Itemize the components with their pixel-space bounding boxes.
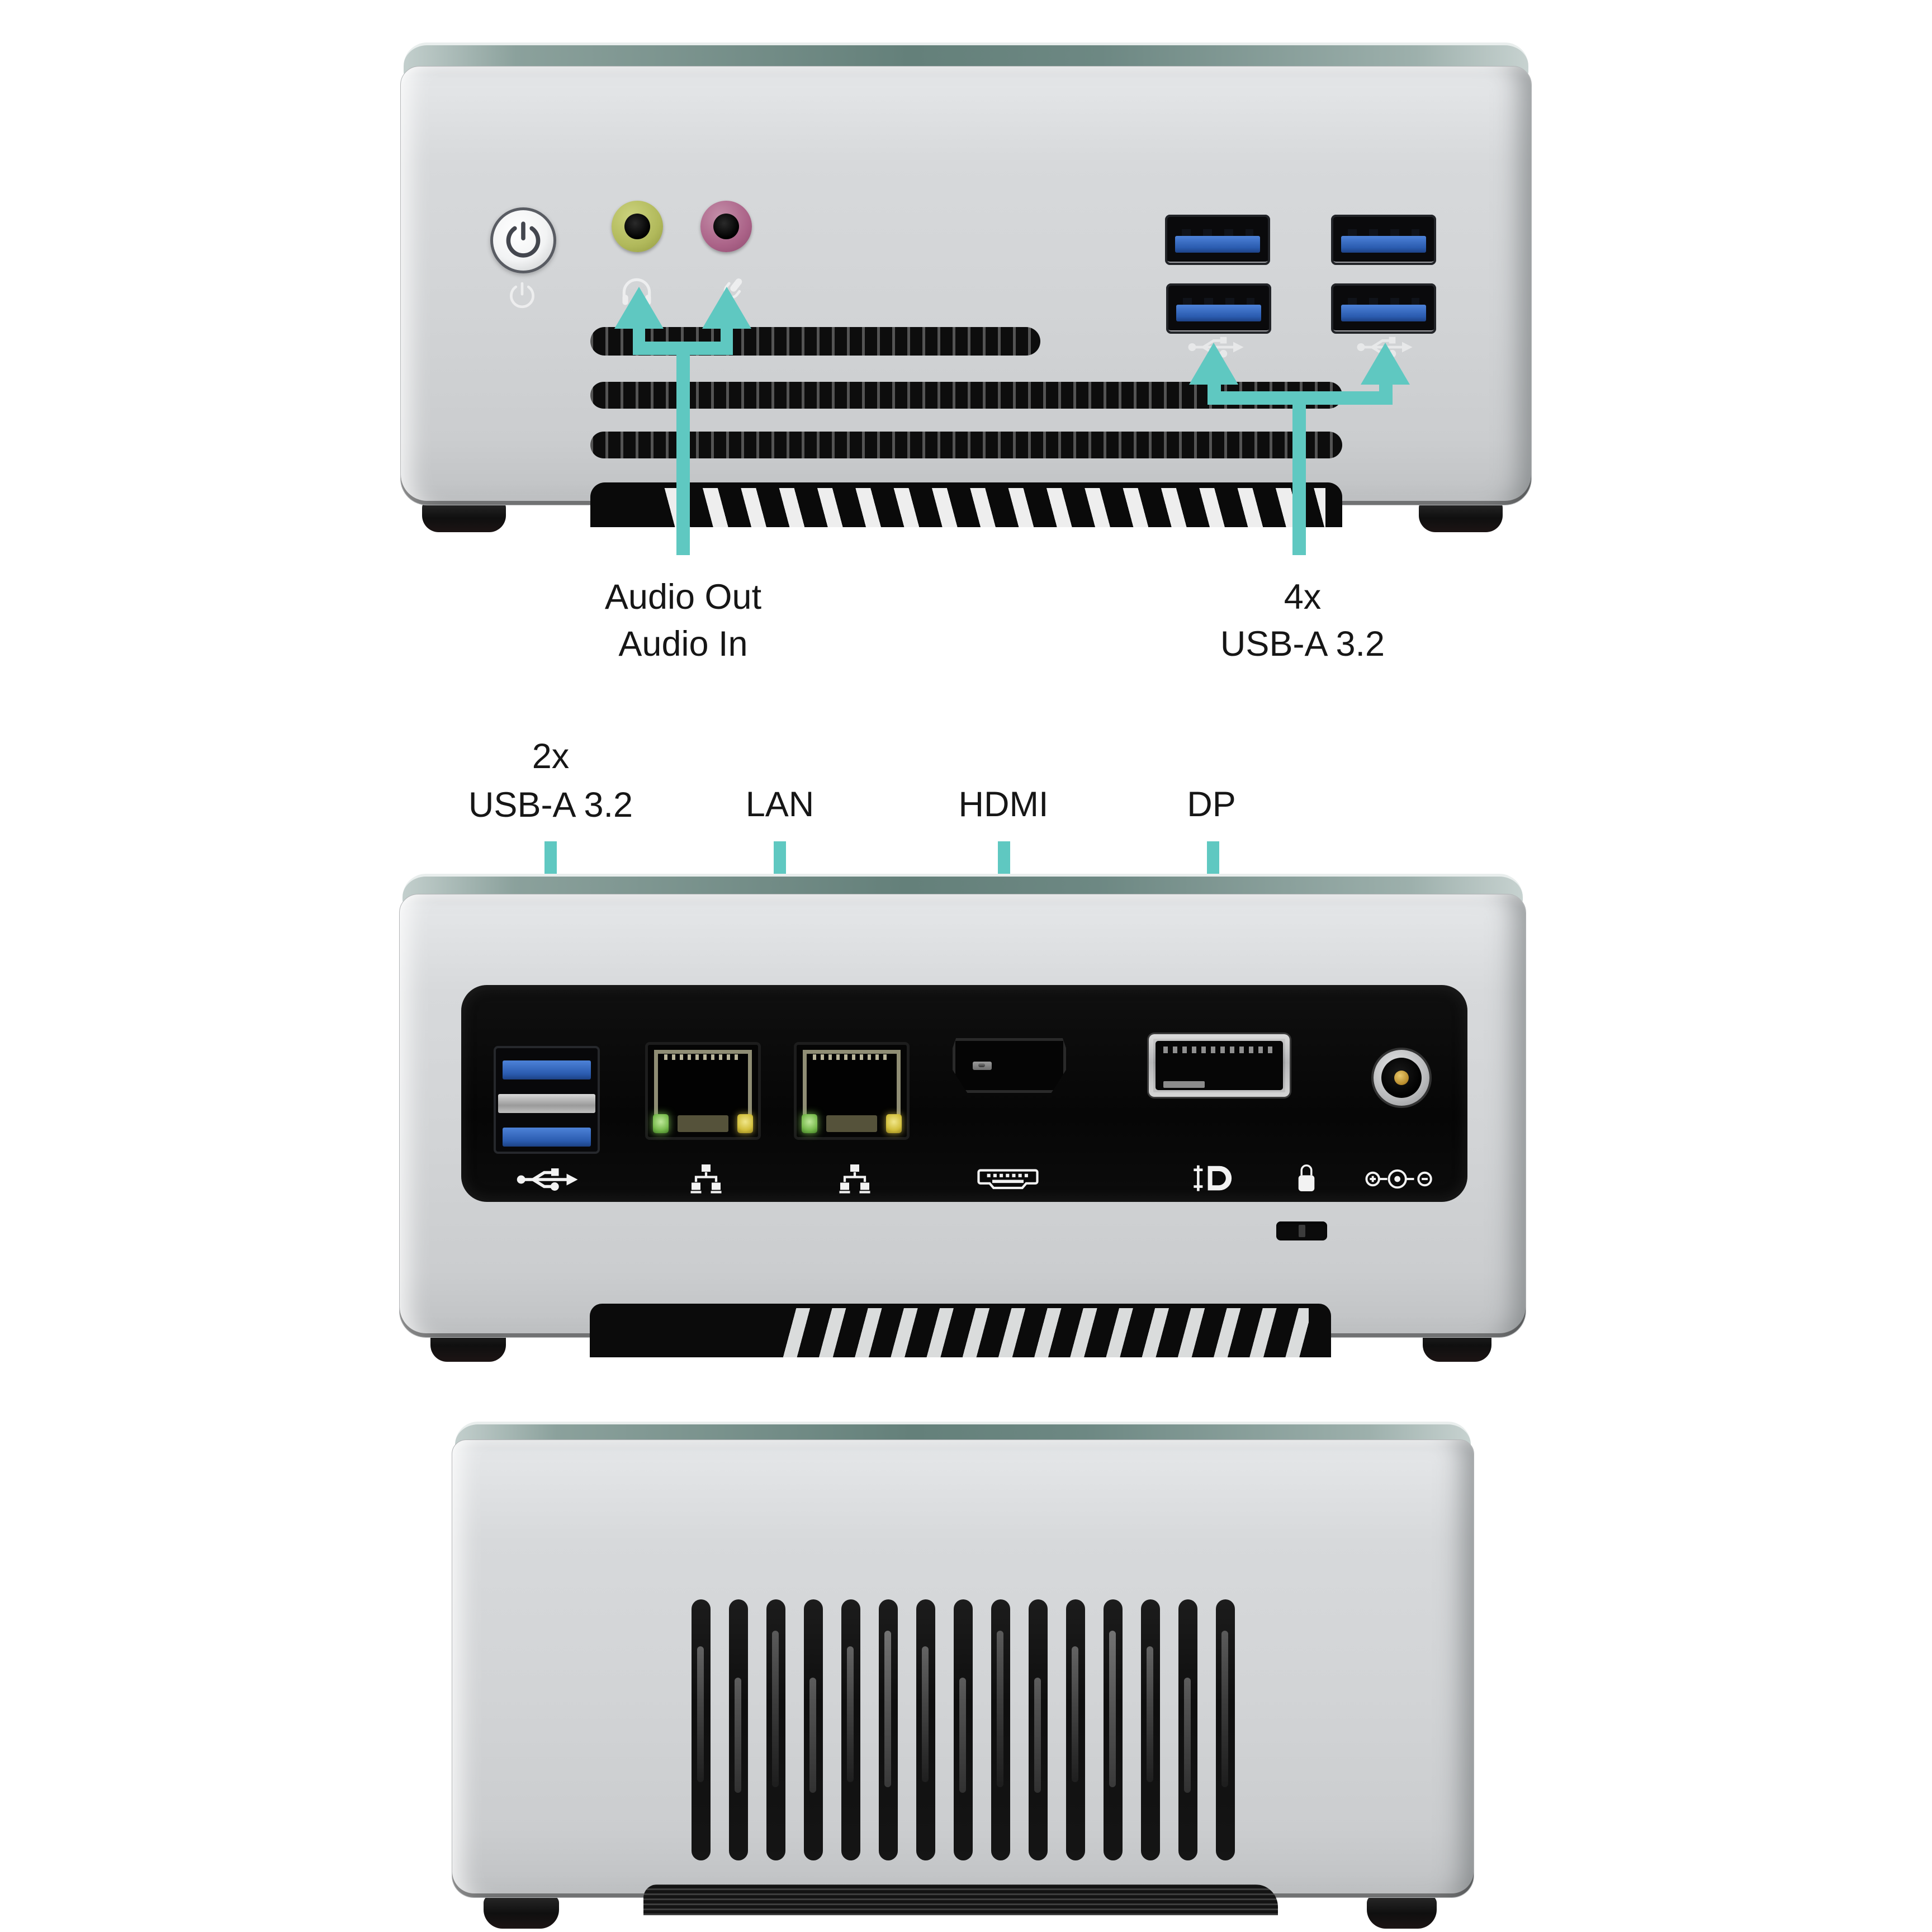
side-vent-slot [766,1599,785,1860]
side-vent-slot [729,1599,748,1860]
hdmi-icon [977,1164,1039,1194]
lan2-activity-led [886,1114,902,1133]
lan1-link-led [653,1114,669,1133]
lan1-activity-led [737,1114,753,1133]
dp-icon [1192,1163,1244,1195]
usb-a-port-3 [1166,283,1271,334]
front-bottom-intake [590,482,1342,527]
lan-port-2 [794,1042,910,1140]
side-left-foot [484,1895,559,1929]
audio-arrow-bracket [633,342,733,355]
usb4-annotation: 4x USB-A 3.2 [1135,574,1470,667]
audio-annotation-line2: Audio In [618,624,748,664]
front-right-foot [1419,501,1503,532]
usb-a-port-4 [1331,283,1436,334]
side-vent-slot [1178,1599,1197,1860]
usb4-annotation-line1: 4x [1284,577,1322,617]
hdmi-port [953,1038,1066,1093]
usb4-arrow-stem [1292,404,1306,555]
lan-icon-1 [689,1162,723,1196]
side-vent-slot [804,1599,823,1860]
front-panel [400,66,1532,527]
side-vent-slot [692,1599,711,1860]
side-vent-slot [1141,1599,1160,1860]
usb4-arrow-bracket [1208,391,1393,405]
front-view-device [400,42,1532,534]
usb-icon [515,1163,582,1196]
rear-view-device: K [399,874,1526,1367]
side-right-foot [1367,1895,1437,1929]
dc-power-jack [1374,1050,1429,1106]
audio-out-jack [612,201,663,252]
side-view-device [452,1422,1474,1931]
kensington-icon: K [1294,1161,1319,1197]
side-vent-slot [1104,1599,1123,1860]
rear-panel: K [399,894,1526,1357]
lan2-link-led [802,1114,817,1133]
side-vent-slot [954,1599,973,1860]
usb2-annotation-line1: 2x [532,737,570,776]
side-vent-slot [1216,1599,1235,1860]
usb-a-port-1 [1165,215,1270,265]
side-vent-slot [916,1599,935,1860]
audio-arrow-stem [676,354,690,555]
kensington-lock-slot [1276,1221,1327,1240]
front-left-foot [422,501,506,532]
audio-annotation: Audio Out Audio In [515,574,851,667]
power-button [490,207,556,273]
usb2-annotation: 2x USB-A 3.2 [383,732,718,830]
side-vent-slot [879,1599,898,1860]
rear-bottom-vent [590,1304,1331,1357]
side-vent-slot [1066,1599,1085,1860]
usb2-annotation-line2: USB-A 3.2 [468,785,633,825]
side-vent-slot [841,1599,860,1860]
side-bottom-recess [643,1884,1278,1915]
hdmi-annotation: HDMI [958,785,1049,824]
usb-a-stacked-ports [494,1046,600,1154]
svg-text:K: K [1303,1178,1311,1190]
headphone-icon [618,273,656,311]
audio-in-jack [700,201,752,252]
side-vent-slot [991,1599,1010,1860]
io-panel [461,985,1467,1202]
power-icon [506,221,541,258]
side-panel [452,1439,1474,1915]
lan-icon-2 [838,1162,872,1196]
power-engraved-icon [506,280,538,311]
lan-port-1 [645,1042,761,1140]
front-vent-slot-3 [590,432,1342,458]
usb4-annotation-line2: USB-A 3.2 [1220,624,1385,664]
audio-annotation-line1: Audio Out [604,577,762,617]
side-vent-slot [1029,1599,1048,1860]
displayport-port [1149,1034,1290,1097]
lan-annotation: LAN [745,785,815,824]
dp-annotation: DP [1187,785,1236,824]
usb-a-port-2 [1331,215,1436,265]
dc-polarity-icon [1365,1167,1438,1191]
